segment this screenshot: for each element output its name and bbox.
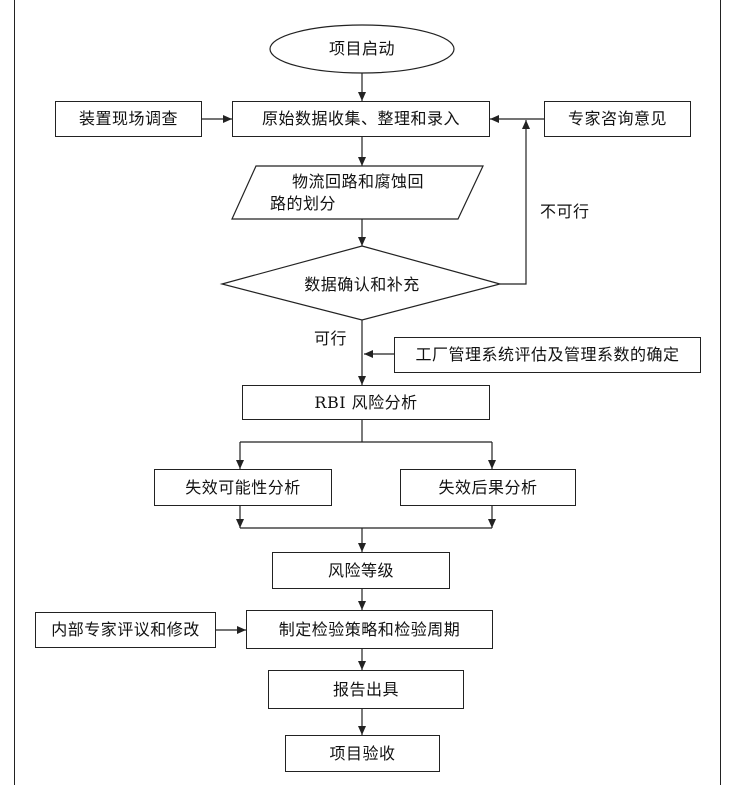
acceptance-box: 项目验收 <box>285 735 440 772</box>
arrow-not-feasible-loop <box>500 120 530 285</box>
report-box: 报告出具 <box>268 670 464 709</box>
page-frame <box>14 0 721 785</box>
consequence-box: 失效后果分析 <box>400 469 576 506</box>
loop-division-parallelogram <box>231 165 484 220</box>
data-confirm-diamond <box>219 245 503 321</box>
rbi-box: RBI 风险分析 <box>242 385 490 420</box>
internal-review-box: 内部专家评议和修改 <box>35 612 216 648</box>
start-ellipse <box>269 24 455 74</box>
site-survey-box: 装置现场调查 <box>55 101 202 137</box>
factory-eval-box: 工厂管理系统评估及管理系数的确定 <box>394 337 701 373</box>
possibility-box: 失效可能性分析 <box>154 469 332 506</box>
feasible-label: 可行 <box>314 329 348 348</box>
expert-advice-box: 专家咨询意见 <box>544 101 691 137</box>
strategy-box: 制定检验策略和检验周期 <box>246 610 493 649</box>
data-collection-box: 原始数据收集、整理和录入 <box>232 101 490 137</box>
risk-level-box: 风险等级 <box>272 552 450 589</box>
not-feasible-label: 不可行 <box>540 202 590 221</box>
